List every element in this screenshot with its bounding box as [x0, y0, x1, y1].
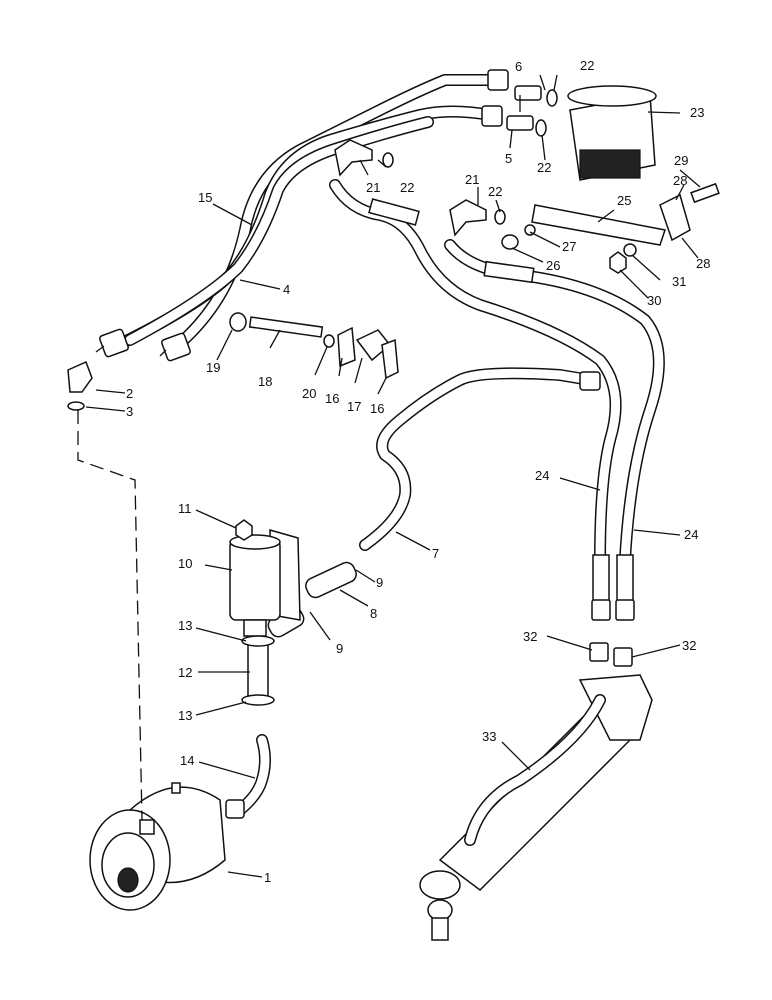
clamp-parts-16-17 — [337, 326, 399, 380]
pipe-14 — [225, 734, 271, 819]
callout-9b: 9 — [336, 641, 343, 656]
callout-32b: 32 — [682, 638, 696, 653]
callout-20: 20 — [302, 386, 316, 401]
callout-14: 14 — [180, 753, 194, 768]
callout-22b: 22 — [537, 160, 551, 175]
callout-8: 8 — [370, 606, 377, 621]
callout-21b: 21 — [465, 172, 479, 187]
callout-32a: 32 — [523, 629, 537, 644]
callout-26: 26 — [546, 258, 560, 273]
small-fasteners — [501, 224, 637, 274]
washer-20 — [323, 334, 335, 348]
callout-15: 15 — [198, 190, 212, 205]
callout-19: 19 — [206, 360, 220, 375]
callout-28a: 28 — [673, 173, 687, 188]
pipe-nut-upper — [481, 69, 509, 127]
callout-33: 33 — [482, 729, 496, 744]
stud-18 — [248, 316, 324, 338]
adapter-5 — [506, 115, 534, 131]
callout-23: 23 — [690, 105, 704, 120]
bracket-25 — [531, 204, 666, 246]
hose-12 — [241, 635, 275, 706]
callout-numbers: 1 2 3 4 5 6 7 8 9 9 10 11 12 13 13 14 15… — [126, 58, 710, 885]
callout-4: 4 — [283, 282, 290, 297]
pipe-15 — [172, 74, 501, 351]
callout-24a: 24 — [535, 468, 549, 483]
callout-22d: 22 — [488, 184, 502, 199]
pump-1 — [89, 782, 226, 911]
steering-unit-23 — [567, 85, 657, 181]
nut-11 — [235, 519, 253, 541]
assembly-line-pump — [77, 410, 143, 821]
callout-24b: 24 — [684, 527, 698, 542]
seals-22 — [382, 89, 558, 225]
callout-12: 12 — [178, 665, 192, 680]
callout-7: 7 — [432, 546, 439, 561]
nut-19 — [229, 312, 247, 332]
callout-30: 30 — [647, 293, 661, 308]
callout-6: 6 — [515, 59, 522, 74]
callout-3: 3 — [126, 404, 133, 419]
brackets-28 — [659, 193, 691, 242]
adapters-32 — [589, 642, 633, 667]
callout-10: 10 — [178, 556, 192, 571]
callout-11: 11 — [178, 501, 192, 516]
callout-16b: 16 — [370, 401, 384, 416]
callout-16a: 16 — [325, 391, 339, 406]
callout-9a: 9 — [376, 575, 383, 590]
elbow-2 — [67, 360, 93, 393]
callout-22a: 22 — [580, 58, 594, 73]
pipe-4b — [124, 116, 434, 346]
callout-2: 2 — [126, 386, 133, 401]
leader-lines — [85, 74, 701, 878]
adapter-6 — [514, 85, 542, 101]
callout-29: 29 — [674, 153, 688, 168]
callout-22c: 22 — [400, 180, 414, 195]
filter-10 — [229, 528, 301, 637]
callout-1: 1 — [264, 870, 271, 885]
callout-18: 18 — [258, 374, 272, 389]
seal-3 — [67, 401, 85, 411]
callout-31: 31 — [672, 274, 686, 289]
callout-27: 27 — [562, 239, 576, 254]
pipe-7 — [359, 367, 601, 551]
callout-28b: 28 — [696, 256, 710, 271]
pipe-nut-lower — [95, 328, 191, 362]
elbows-21 — [334, 139, 487, 237]
cylinder-33 — [419, 674, 653, 941]
callout-13b: 13 — [178, 708, 192, 723]
pipe-24-right — [444, 239, 665, 566]
callout-13a: 13 — [178, 618, 192, 633]
callout-25: 25 — [617, 193, 631, 208]
callout-5: 5 — [505, 151, 512, 166]
callout-21a: 21 — [366, 180, 380, 195]
callout-17: 17 — [347, 399, 361, 414]
hose-ferrules-24 — [368, 198, 635, 621]
bolt-29 — [690, 182, 720, 204]
